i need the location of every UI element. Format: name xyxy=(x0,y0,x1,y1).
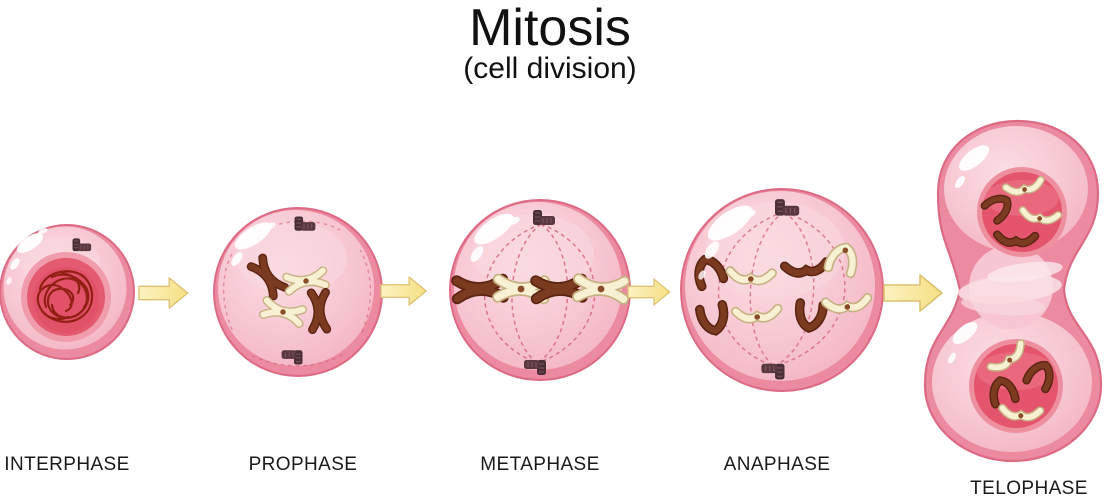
chromatid-dark xyxy=(997,235,1035,244)
telophase-cells xyxy=(923,119,1103,463)
chromatin-tangle xyxy=(36,270,94,323)
stage-label-metaphase: METAPHASE xyxy=(480,454,599,475)
prophase-cell xyxy=(213,207,383,377)
interphase-cell xyxy=(0,224,135,360)
stage-label-telophase: TELOPHASE xyxy=(970,478,1088,499)
stage-arrow-icon-1 xyxy=(138,277,189,309)
chromatid-light xyxy=(730,271,772,283)
stage-label-prophase: PROPHASE xyxy=(249,454,358,475)
highlight xyxy=(231,222,276,266)
page-subtitle: (cell division) xyxy=(463,52,636,85)
chromosome-dark xyxy=(311,292,327,329)
page-title: Mitosis xyxy=(469,0,631,57)
highlight xyxy=(6,228,48,285)
metaphase-cell xyxy=(449,199,631,381)
cytoplasm-wisps xyxy=(958,261,1063,316)
spindle-fibers xyxy=(717,211,846,367)
stage-arrow-icon-2 xyxy=(380,276,427,306)
highlight xyxy=(698,205,756,280)
anaphase-cell xyxy=(680,188,884,392)
stage-label-anaphase: ANAPHASE xyxy=(724,454,831,475)
stage-label-interphase: INTERPHASE xyxy=(4,454,129,475)
highlight xyxy=(948,145,990,364)
stage-arrow-icon-3 xyxy=(627,278,671,306)
highlight xyxy=(470,213,520,262)
stage-arrow-icon-4 xyxy=(883,274,943,312)
nucleus xyxy=(21,252,111,342)
